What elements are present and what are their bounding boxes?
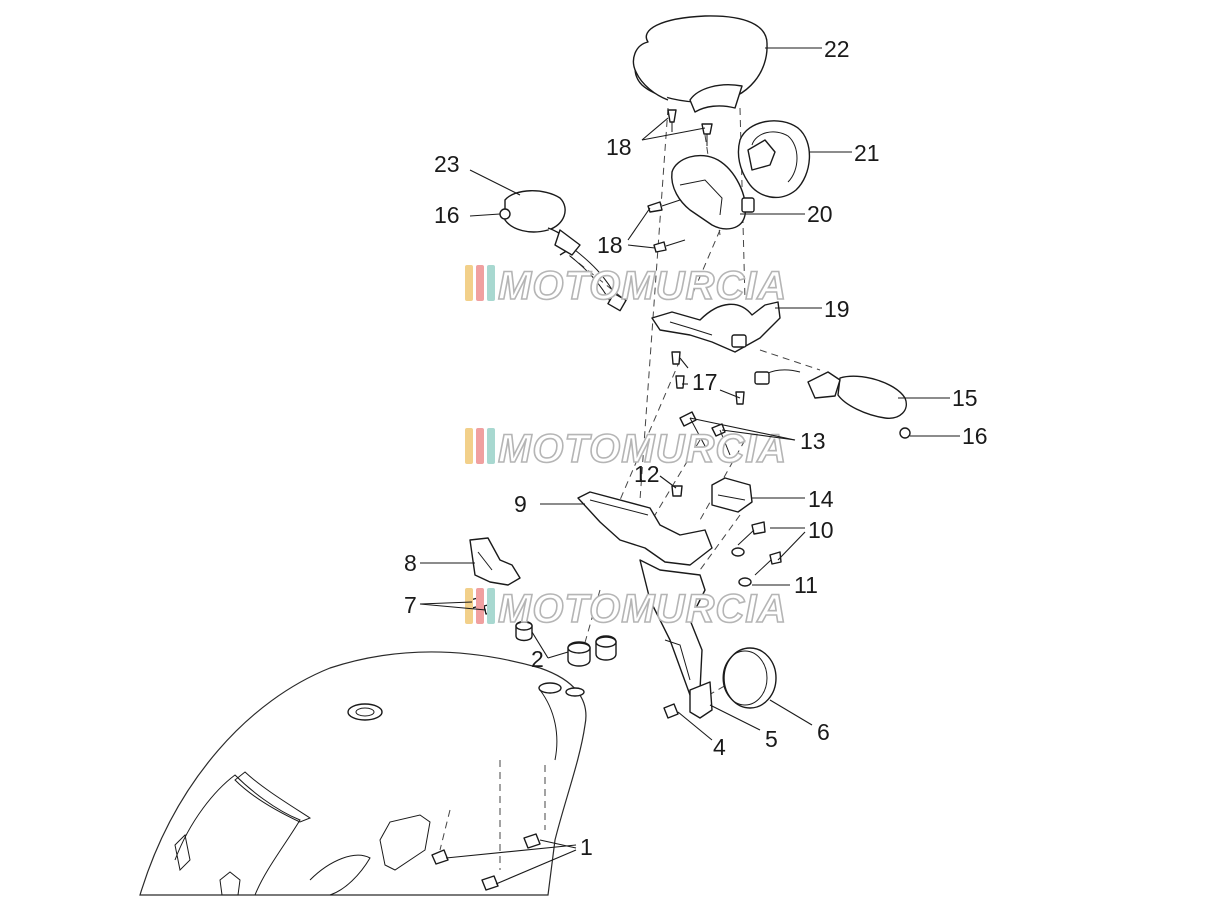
part-18-screws — [647, 109, 713, 253]
part-5-reflector-holder — [663, 681, 713, 719]
rear-fender — [139, 651, 587, 896]
watermark-text: MOTOMURCIA — [498, 264, 787, 308]
part-13-bolts — [679, 411, 731, 456]
part-8-bracket — [469, 537, 521, 586]
part-10-11-bolts-washers — [731, 521, 782, 587]
callout-23: 23 — [434, 151, 460, 177]
callout-4: 4 — [713, 734, 726, 760]
callout-6: 6 — [817, 719, 830, 745]
part-23-left-turn-signal — [499, 190, 627, 312]
watermark-3: MOTOMURCIA — [465, 586, 787, 632]
callout-21: 21 — [854, 140, 880, 166]
callout-19: 19 — [824, 296, 850, 322]
callout-13: 13 — [800, 428, 826, 454]
callout-5: 5 — [765, 726, 778, 752]
watermark-text: MOTOMURCIA — [498, 427, 787, 471]
callout-18-mid: 18 — [597, 232, 623, 258]
callout-8: 8 — [404, 550, 417, 576]
callout-labels: 22 18 21 23 16 20 18 19 17 15 16 13 12 9… — [404, 36, 988, 860]
part-1-clips — [431, 833, 541, 891]
part-20-headlamp-bracket — [671, 154, 755, 230]
callout-16-left: 16 — [434, 202, 460, 228]
part-6-reflector — [722, 647, 777, 709]
part-9-plate-bracket — [577, 491, 713, 696]
part-22-headlight-cover — [632, 15, 768, 113]
callout-18-top: 18 — [606, 134, 632, 160]
part-14-plate-light — [711, 477, 753, 513]
part-17-screws — [671, 351, 745, 405]
callout-2: 2 — [531, 646, 544, 672]
callout-10: 10 — [808, 517, 834, 543]
callout-1: 1 — [580, 834, 593, 860]
callout-16-right: 16 — [962, 423, 988, 449]
part-15-right-turn-signal — [754, 369, 911, 439]
part-19-support — [651, 301, 781, 353]
part-21-headlamp — [737, 120, 811, 199]
callout-12: 12 — [634, 461, 660, 487]
watermark-1: MOTOMURCIA — [465, 263, 787, 309]
watermark-text: MOTOMURCIA — [498, 587, 787, 631]
part-12-screw — [671, 485, 683, 497]
callout-14: 14 — [808, 486, 834, 512]
callout-9: 9 — [514, 491, 527, 517]
leader-lines — [419, 47, 960, 885]
callout-7: 7 — [404, 592, 417, 618]
callout-22: 22 — [824, 36, 850, 62]
callout-11: 11 — [794, 572, 818, 598]
callout-17: 17 — [692, 369, 718, 395]
watermark-2: MOTOMURCIA — [465, 426, 787, 472]
callout-20: 20 — [807, 201, 833, 227]
callout-15: 15 — [952, 385, 978, 411]
part-2-bushings — [515, 620, 617, 667]
